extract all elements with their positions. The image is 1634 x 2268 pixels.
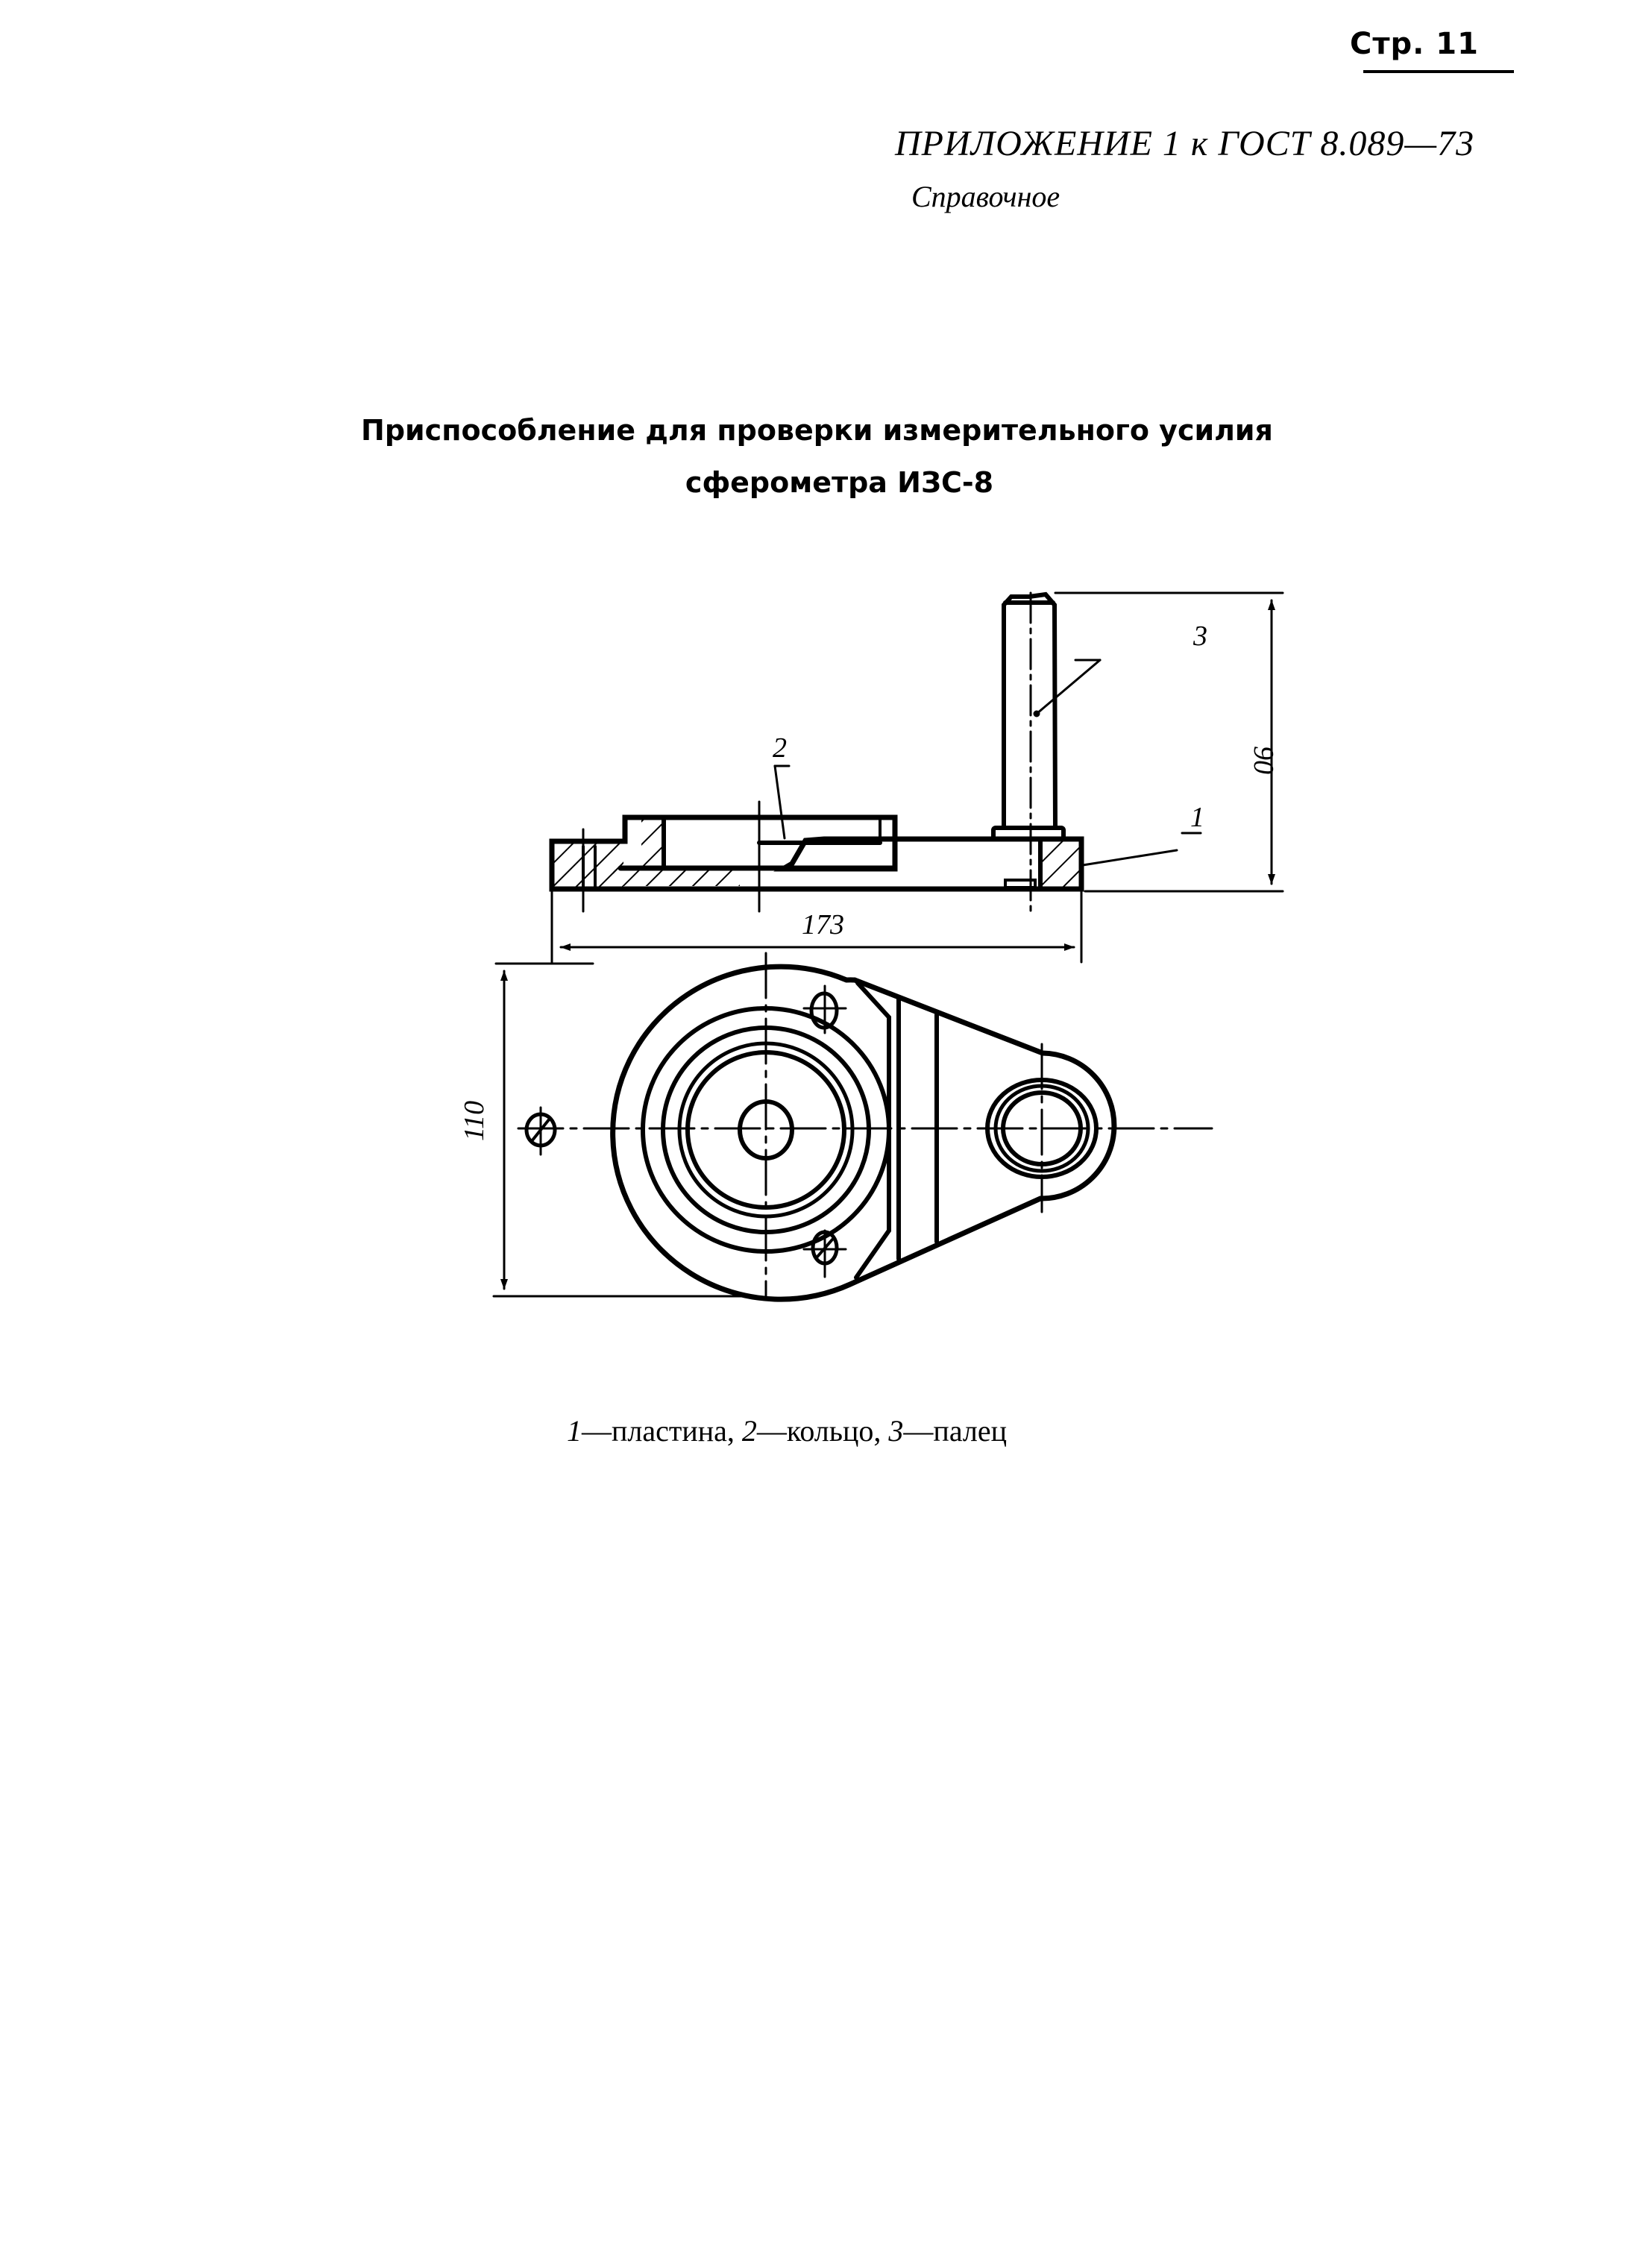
caption-item-1: 1—пластина, (567, 1414, 742, 1448)
dimension-90: 90 (1248, 746, 1279, 774)
caption-sep-1: — (582, 1414, 612, 1448)
figure-caption: 1—пластина, 2—кольцо, 3—палец (567, 1413, 1007, 1448)
caption-item-3: 3—палец (888, 1414, 1007, 1448)
page-number-underline (1363, 70, 1514, 73)
section-view (549, 591, 1284, 964)
caption-item-2: 2—кольцо, (741, 1414, 889, 1448)
callout-2: 2 (773, 732, 787, 764)
caption-num-3: 3 (888, 1414, 904, 1448)
caption-name-2: кольцо (786, 1414, 874, 1448)
figure-title-line2: сферометра ИЗС-8 (685, 466, 994, 499)
dimension-110: 110 (459, 1101, 490, 1141)
figure-title-line1: Приспособление для проверки измерительно… (361, 414, 1273, 447)
appendix-heading: ПРИЛОЖЕНИЕ 1 к ГОСТ 8.089—73 (895, 124, 1475, 163)
caption-name-3: палец (933, 1414, 1008, 1448)
page-number: Стр. 11 (1350, 27, 1479, 61)
caption-sep-2: — (756, 1414, 787, 1448)
callout-1: 1 (1190, 802, 1204, 833)
dimension-173: 173 (802, 909, 844, 940)
plan-view (492, 952, 1213, 1302)
caption-num-2: 2 (741, 1414, 757, 1448)
caption-sep-3: — (903, 1414, 934, 1448)
reference-type-label: Справочное (911, 180, 1060, 213)
callout-3: 3 (1192, 621, 1207, 652)
technical-drawing: 3 2 1 173 90 (459, 591, 1284, 1302)
caption-name-1: пластина (612, 1414, 727, 1448)
caption-num-1: 1 (567, 1414, 582, 1448)
